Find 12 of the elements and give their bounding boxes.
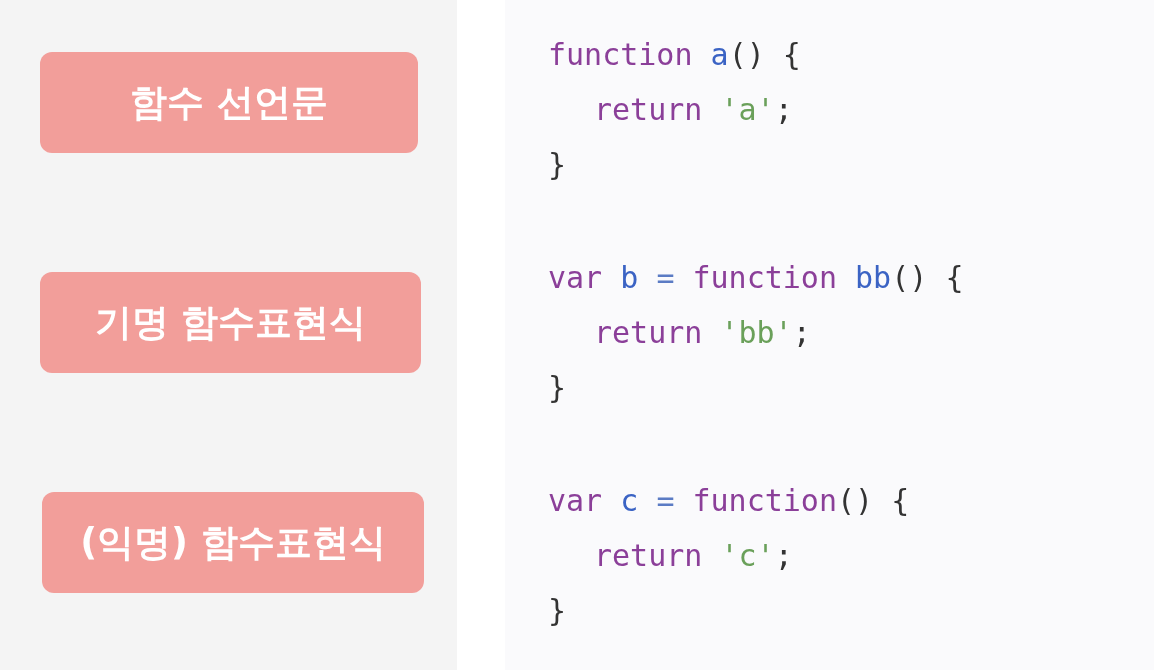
code-line: function a() { — [548, 36, 801, 74]
code-line: return 'bb'; — [594, 314, 811, 352]
label-box: 함수 선언문 — [40, 52, 418, 153]
code-line: var b = function bb() { — [548, 259, 964, 297]
code-line: return 'c'; — [594, 537, 793, 575]
code-line: } — [548, 146, 567, 184]
code-line: var c = function() { — [548, 482, 910, 520]
label-box: (익명) 함수표현식 — [42, 492, 424, 593]
code-line: return 'a'; — [594, 91, 793, 129]
code-line: } — [548, 369, 567, 407]
code-line: } — [548, 592, 567, 630]
label-box: 기명 함수표현식 — [40, 272, 421, 373]
